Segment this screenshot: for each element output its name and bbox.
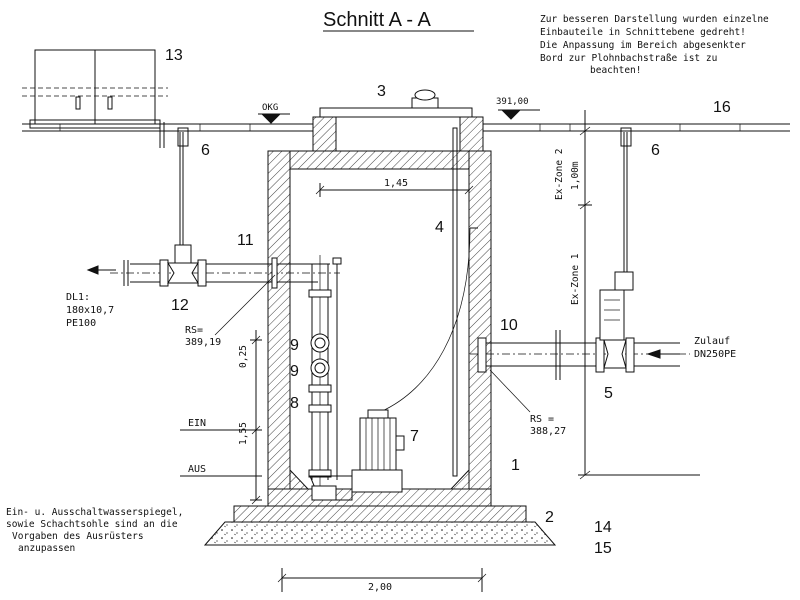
note-top-line: Bord zur Plohnbachstraße ist zu bbox=[540, 53, 717, 64]
ex-zone-1-label: Ex-Zone 1 bbox=[570, 253, 581, 305]
rs-left-label: RS= bbox=[185, 325, 203, 336]
dimension-025-label: 0,25 bbox=[238, 345, 249, 368]
note-bottom-line: anzupassen bbox=[18, 543, 75, 554]
okg-marker: OKG bbox=[258, 103, 290, 124]
zulauf-dimension: DN250PE bbox=[694, 349, 736, 360]
ex-zone-dimensions: Ex-Zone 2 1,00m Ex-Zone 1 bbox=[554, 110, 700, 480]
pressure-pipe-left bbox=[86, 132, 340, 289]
level-391-marker: 391,00 bbox=[496, 97, 540, 120]
aus-label: AUS bbox=[188, 464, 206, 475]
post-left bbox=[159, 122, 189, 148]
callout-12: 12 bbox=[171, 297, 189, 314]
note-top-line: Zur besseren Darstellung wurden einzelne bbox=[540, 14, 769, 25]
callout-13: 13 bbox=[165, 47, 183, 64]
note-top-line: beachten! bbox=[590, 65, 641, 76]
rs-right-label: RS = bbox=[530, 414, 554, 425]
zulauf-note: Zulauf DN250PE bbox=[694, 336, 736, 360]
rs-left-value: 389,19 bbox=[185, 337, 221, 348]
dimension-145: 1,45 bbox=[315, 178, 474, 197]
note-top-line: Einbauteile in Schnittebene gedreht! bbox=[540, 27, 746, 38]
note-top-line: Die Anpassung im Bereich abgesenkter bbox=[540, 40, 746, 51]
callout-8: 8 bbox=[290, 395, 299, 412]
page-title: Schnitt A - A bbox=[323, 9, 432, 31]
dl1-dimension: 180x10,7 bbox=[66, 305, 114, 316]
callout-2: 2 bbox=[545, 509, 554, 526]
note-bottom-line: sowie Schachtsohle sind an die bbox=[6, 519, 178, 530]
callout-6-right: 6 bbox=[651, 142, 660, 159]
guide-rail bbox=[379, 127, 478, 477]
dl1-label: DL1: bbox=[66, 292, 90, 303]
callout-7: 7 bbox=[410, 428, 419, 445]
callout-9-b: 9 bbox=[290, 363, 299, 380]
gravel-bed bbox=[203, 521, 557, 546]
ex-zone-2-label: Ex-Zone 2 bbox=[554, 149, 565, 200]
level-391-label: 391,00 bbox=[496, 97, 529, 107]
note-top: Zur besseren Darstellung wurden einzelne… bbox=[540, 14, 769, 76]
callout-4: 4 bbox=[435, 219, 444, 236]
rs-right-note: RS = 388,27 bbox=[489, 369, 566, 437]
rs-left-note: RS= 389,19 bbox=[185, 274, 276, 348]
callout-11: 11 bbox=[237, 232, 254, 249]
ein-label: EIN bbox=[188, 418, 206, 429]
callout-14: 14 bbox=[594, 519, 612, 536]
callout-1: 1 bbox=[511, 457, 520, 474]
callout-9-a: 9 bbox=[290, 337, 299, 354]
okg-label: OKG bbox=[262, 103, 278, 113]
callout-5: 5 bbox=[604, 385, 613, 402]
dimension-155-label: 1,55 bbox=[238, 422, 249, 445]
callout-10: 10 bbox=[500, 317, 518, 334]
callout-3: 3 bbox=[377, 83, 386, 100]
dimension-200: 2,00 bbox=[277, 568, 487, 593]
callout-6-left: 6 bbox=[201, 142, 210, 159]
note-bottom-line: Vorgaben des Ausrüsters bbox=[12, 531, 144, 542]
rs-right-value: 388,27 bbox=[530, 426, 566, 437]
dimension-200-label: 2,00 bbox=[368, 582, 392, 593]
dimension-145-label: 1,45 bbox=[384, 178, 408, 189]
post-right bbox=[620, 127, 632, 147]
riser-pipe bbox=[308, 255, 342, 500]
note-bottom-line: Ein- u. Ausschaltwasserspiegel, bbox=[6, 507, 183, 518]
control-cabinet bbox=[22, 49, 168, 129]
dl1-material: PE100 bbox=[66, 318, 96, 329]
inflow-pipe-right bbox=[470, 132, 690, 380]
dl1-note: DL1: 180x10,7 PE100 bbox=[66, 292, 114, 329]
callout-15: 15 bbox=[594, 540, 612, 557]
submersible-pump bbox=[309, 409, 405, 501]
ex-zone-2-dimension: 1,00m bbox=[570, 161, 581, 190]
base-slab bbox=[233, 505, 527, 523]
callout-16: 16 bbox=[713, 99, 731, 116]
switching-levels: 0,25 1,55 EIN AUS bbox=[180, 330, 262, 505]
zulauf-label: Zulauf bbox=[694, 336, 730, 347]
note-bottom: Ein- u. Ausschaltwasserspiegel, sowie Sc… bbox=[6, 507, 183, 554]
